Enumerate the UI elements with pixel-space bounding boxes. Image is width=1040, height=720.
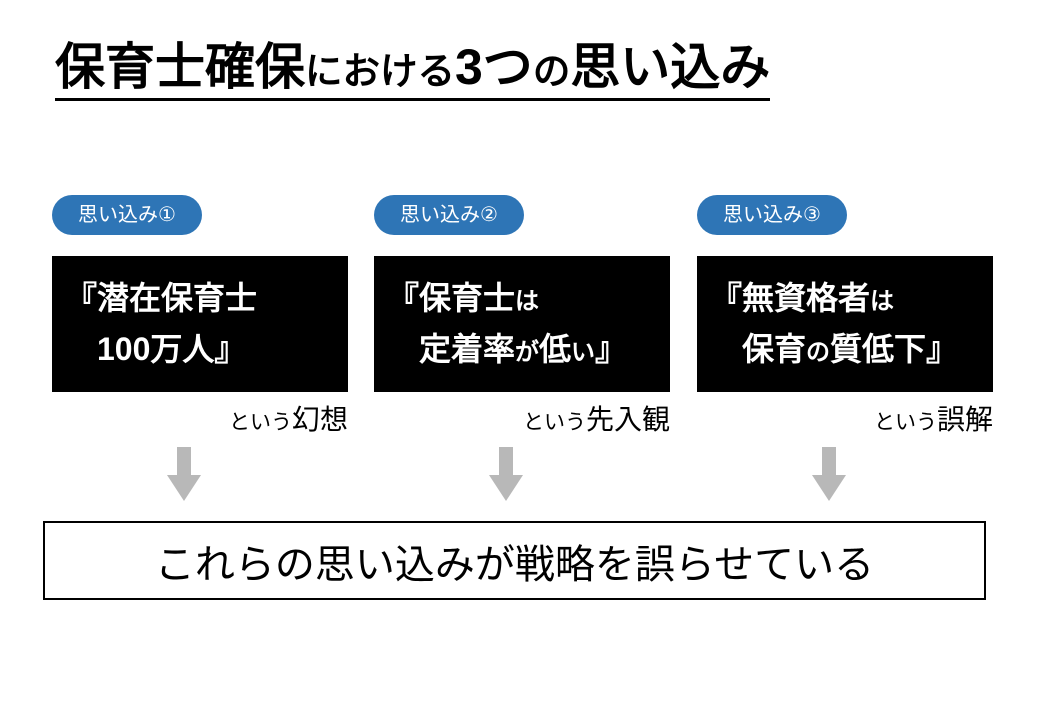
down-arrow-stem <box>499 447 513 476</box>
down-arrow-head <box>812 475 846 502</box>
misconception-column-2: 思い込み② 『保育士は 定着率が低い』 という先入観 <box>374 195 670 502</box>
misconception-badge-2: 思い込み② <box>374 195 524 235</box>
misconception-badge-1: 思い込み① <box>52 195 202 235</box>
misconception-column-3: 思い込み③ 『無資格者は 保育の質低下』 という誤解 <box>697 195 993 502</box>
misconception-box-3: 『無資格者は 保育の質低下』 <box>697 256 993 392</box>
down-arrow-icon <box>167 447 201 502</box>
misconception-caption-2: という先入観 <box>522 404 670 435</box>
down-arrow-icon <box>489 447 523 502</box>
down-arrow-icon <box>812 447 846 502</box>
down-arrow-head <box>489 475 523 502</box>
misconception-caption-3: という誤解 <box>873 404 993 435</box>
misconception-column-1: 思い込み① 『潜在保育士 100万人』 という幻想 <box>52 195 348 502</box>
misconception-badge-3: 思い込み③ <box>697 195 847 235</box>
misconception-caption-1: という幻想 <box>228 404 348 435</box>
misconception-box-2: 『保育士は 定着率が低い』 <box>374 256 670 392</box>
slide-title: 保育士確保における3つの思い込み <box>55 40 771 101</box>
conclusion-box: これらの思い込みが戦略を誤らせている <box>43 521 986 600</box>
down-arrow-head <box>167 475 201 502</box>
down-arrow-stem <box>177 447 191 476</box>
misconception-box-1: 『潜在保育士 100万人』 <box>52 256 348 392</box>
down-arrow-stem <box>822 447 836 476</box>
